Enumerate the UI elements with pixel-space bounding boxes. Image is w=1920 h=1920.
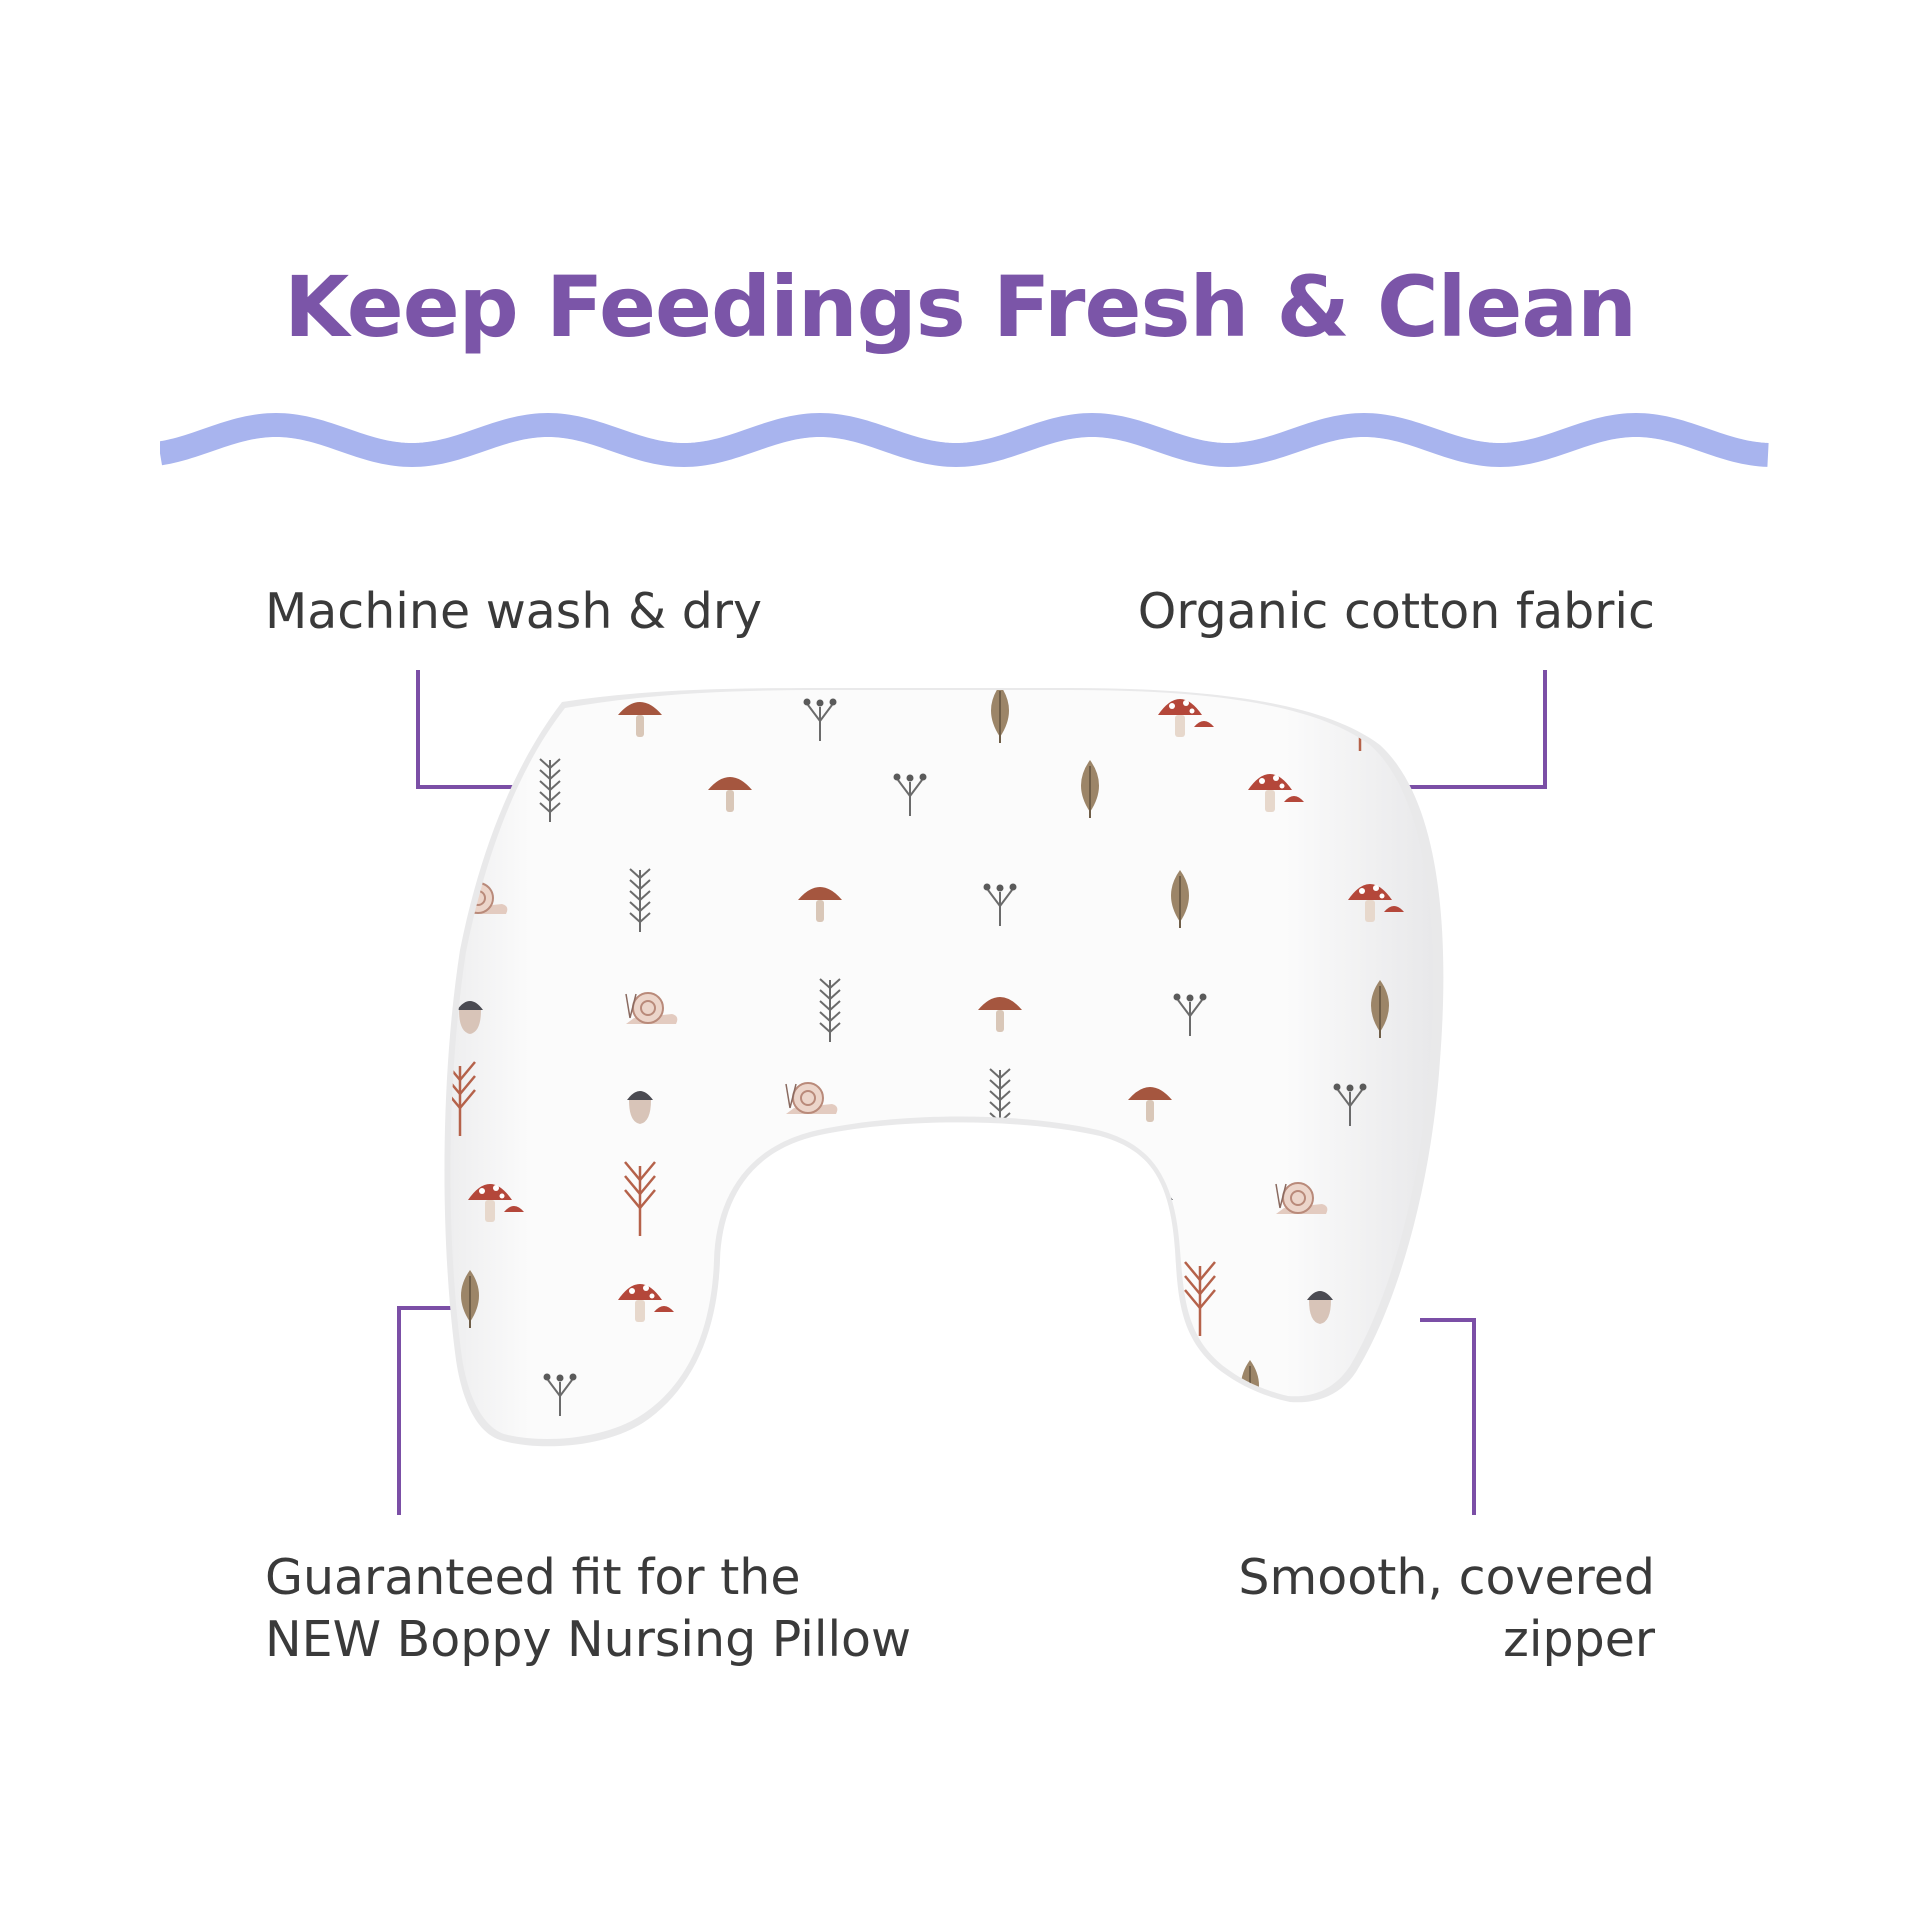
leaf-icon [991, 690, 1009, 743]
leaf-icon [1081, 760, 1099, 818]
feature-line: NEW Boppy Nursing Pillow [265, 1611, 912, 1668]
twig-icon [624, 1161, 656, 1236]
mushroom-icon [798, 887, 842, 922]
leaf-icon [1171, 870, 1189, 928]
berry-stem-icon [1173, 993, 1207, 1036]
pillow-body [450, 690, 1434, 1439]
feature-line: Machine wash & dry [265, 583, 762, 640]
wave-divider [160, 412, 1769, 468]
twig-icon [1184, 1261, 1216, 1336]
snail-icon [625, 992, 678, 1024]
berry-stem-icon [1333, 1083, 1367, 1126]
feature-line: Organic cotton fabric [1137, 583, 1655, 640]
feature-organic-cotton: Organic cotton fabric [1138, 581, 1655, 643]
feature-covered-zipper: Smooth, covered zipper [1238, 1547, 1655, 1671]
feature-guaranteed-fit: Guaranteed fit for the NEW Boppy Nursing… [265, 1547, 911, 1671]
acorn-icon [1307, 1291, 1333, 1324]
toadstool-icon [1248, 774, 1304, 812]
feature-line: zipper [1503, 1611, 1655, 1668]
snail-icon [1275, 1182, 1328, 1214]
sprig-icon [819, 978, 841, 1042]
sprig-icon [539, 758, 561, 822]
toadstool-icon [468, 1184, 524, 1222]
leaf-icon [461, 1270, 479, 1328]
toadstool-icon [618, 1284, 674, 1322]
berry-stem-icon [983, 883, 1017, 926]
berry-stem-icon [543, 1373, 577, 1416]
leader-line-zipper [1420, 1318, 1476, 1515]
feature-machine-wash: Machine wash & dry [265, 581, 762, 643]
leader-line-fit [397, 1306, 455, 1515]
sprig-icon [629, 868, 651, 932]
berry-stem-icon [893, 773, 927, 816]
mushroom-icon [1128, 1087, 1172, 1122]
berry-stem-icon [803, 698, 837, 741]
feature-line: Smooth, covered [1238, 1549, 1655, 1606]
page-title: Keep Feedings Fresh & Clean [284, 258, 1637, 356]
toadstool-icon [1158, 699, 1214, 737]
nursing-pillow [444, 688, 1444, 1447]
snail-icon [785, 1082, 838, 1114]
feature-line: Guaranteed fit for the [265, 1549, 801, 1606]
leader-line-wash [416, 670, 554, 789]
toadstool-icon [1348, 884, 1404, 922]
sprig-icon [989, 1068, 1011, 1132]
acorn-icon [457, 1001, 483, 1034]
leaf-icon [1371, 980, 1389, 1038]
mushroom-icon [708, 777, 752, 812]
acorn-icon [627, 1091, 653, 1124]
mushroom-icon [978, 997, 1022, 1032]
twig-icon [450, 1061, 476, 1136]
mushroom-icon [618, 702, 662, 737]
